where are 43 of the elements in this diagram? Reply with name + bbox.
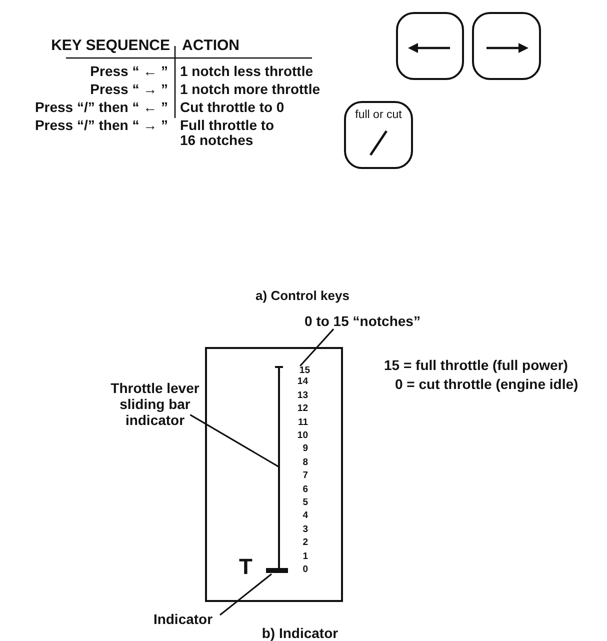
scale-number: 6: [302, 484, 308, 494]
throttle-letter: T: [239, 555, 252, 580]
table-cell: 1 notch less throttle: [180, 64, 314, 80]
table-cell-text: Full throttle to 16 notches: [180, 118, 276, 149]
scale-number: 11: [296, 418, 308, 428]
scale-number: 9: [302, 444, 308, 454]
table-cell-text: Press “/” then “ → ”: [34, 118, 168, 134]
key-caption: full or cut: [354, 109, 403, 121]
key-cap: [344, 101, 413, 169]
column-header: ACTION: [182, 38, 240, 54]
scale-number: 14: [296, 377, 308, 387]
pointer-mark: [266, 567, 288, 574]
panel-caption: b) Indicator: [260, 626, 340, 641]
scale-number: 15: [288, 366, 310, 376]
key-cap: [396, 12, 464, 80]
scale-number: 2: [302, 538, 308, 548]
legend-note: 0 = cut throttle (engine idle): [395, 377, 578, 392]
indicator-panel: [205, 347, 343, 602]
column-header: KEY SEQUENCE: [50, 38, 170, 54]
scale-number: 1: [302, 552, 308, 562]
leader-line: [190, 414, 280, 468]
scale-number: 0: [302, 565, 308, 574]
table-cell-text: Press “ → ”: [89, 82, 168, 98]
leader-line: [220, 573, 272, 616]
key-cap: [472, 12, 541, 80]
table-cell-text: Press “ ← ”: [89, 64, 168, 80]
scale-number: 3: [302, 524, 308, 534]
legend-note: 15 = full throttle (full power): [384, 358, 568, 374]
scale-number: 8: [302, 458, 308, 468]
scale-number: 7: [302, 471, 308, 481]
scale-number: 4: [302, 511, 308, 521]
leader-line: [300, 328, 334, 367]
scale-number: 13: [296, 390, 308, 400]
callout-text: Throttle lever sliding bar indicator: [100, 380, 210, 428]
table-cell: Cut throttle to 0: [180, 100, 284, 116]
callout-text: 0 to 15 “notches”: [290, 313, 435, 330]
scale-number: 5: [302, 498, 308, 508]
scale-number: 10: [296, 431, 308, 440]
table-cell-text: Press “/” then “ ← ”: [34, 100, 168, 116]
callout-text: Indicator: [146, 611, 220, 628]
table-cell: 1 notch more throttle: [180, 82, 320, 98]
scale-number: 12: [296, 404, 308, 414]
panel-caption: a) Control keys: [254, 289, 350, 304]
